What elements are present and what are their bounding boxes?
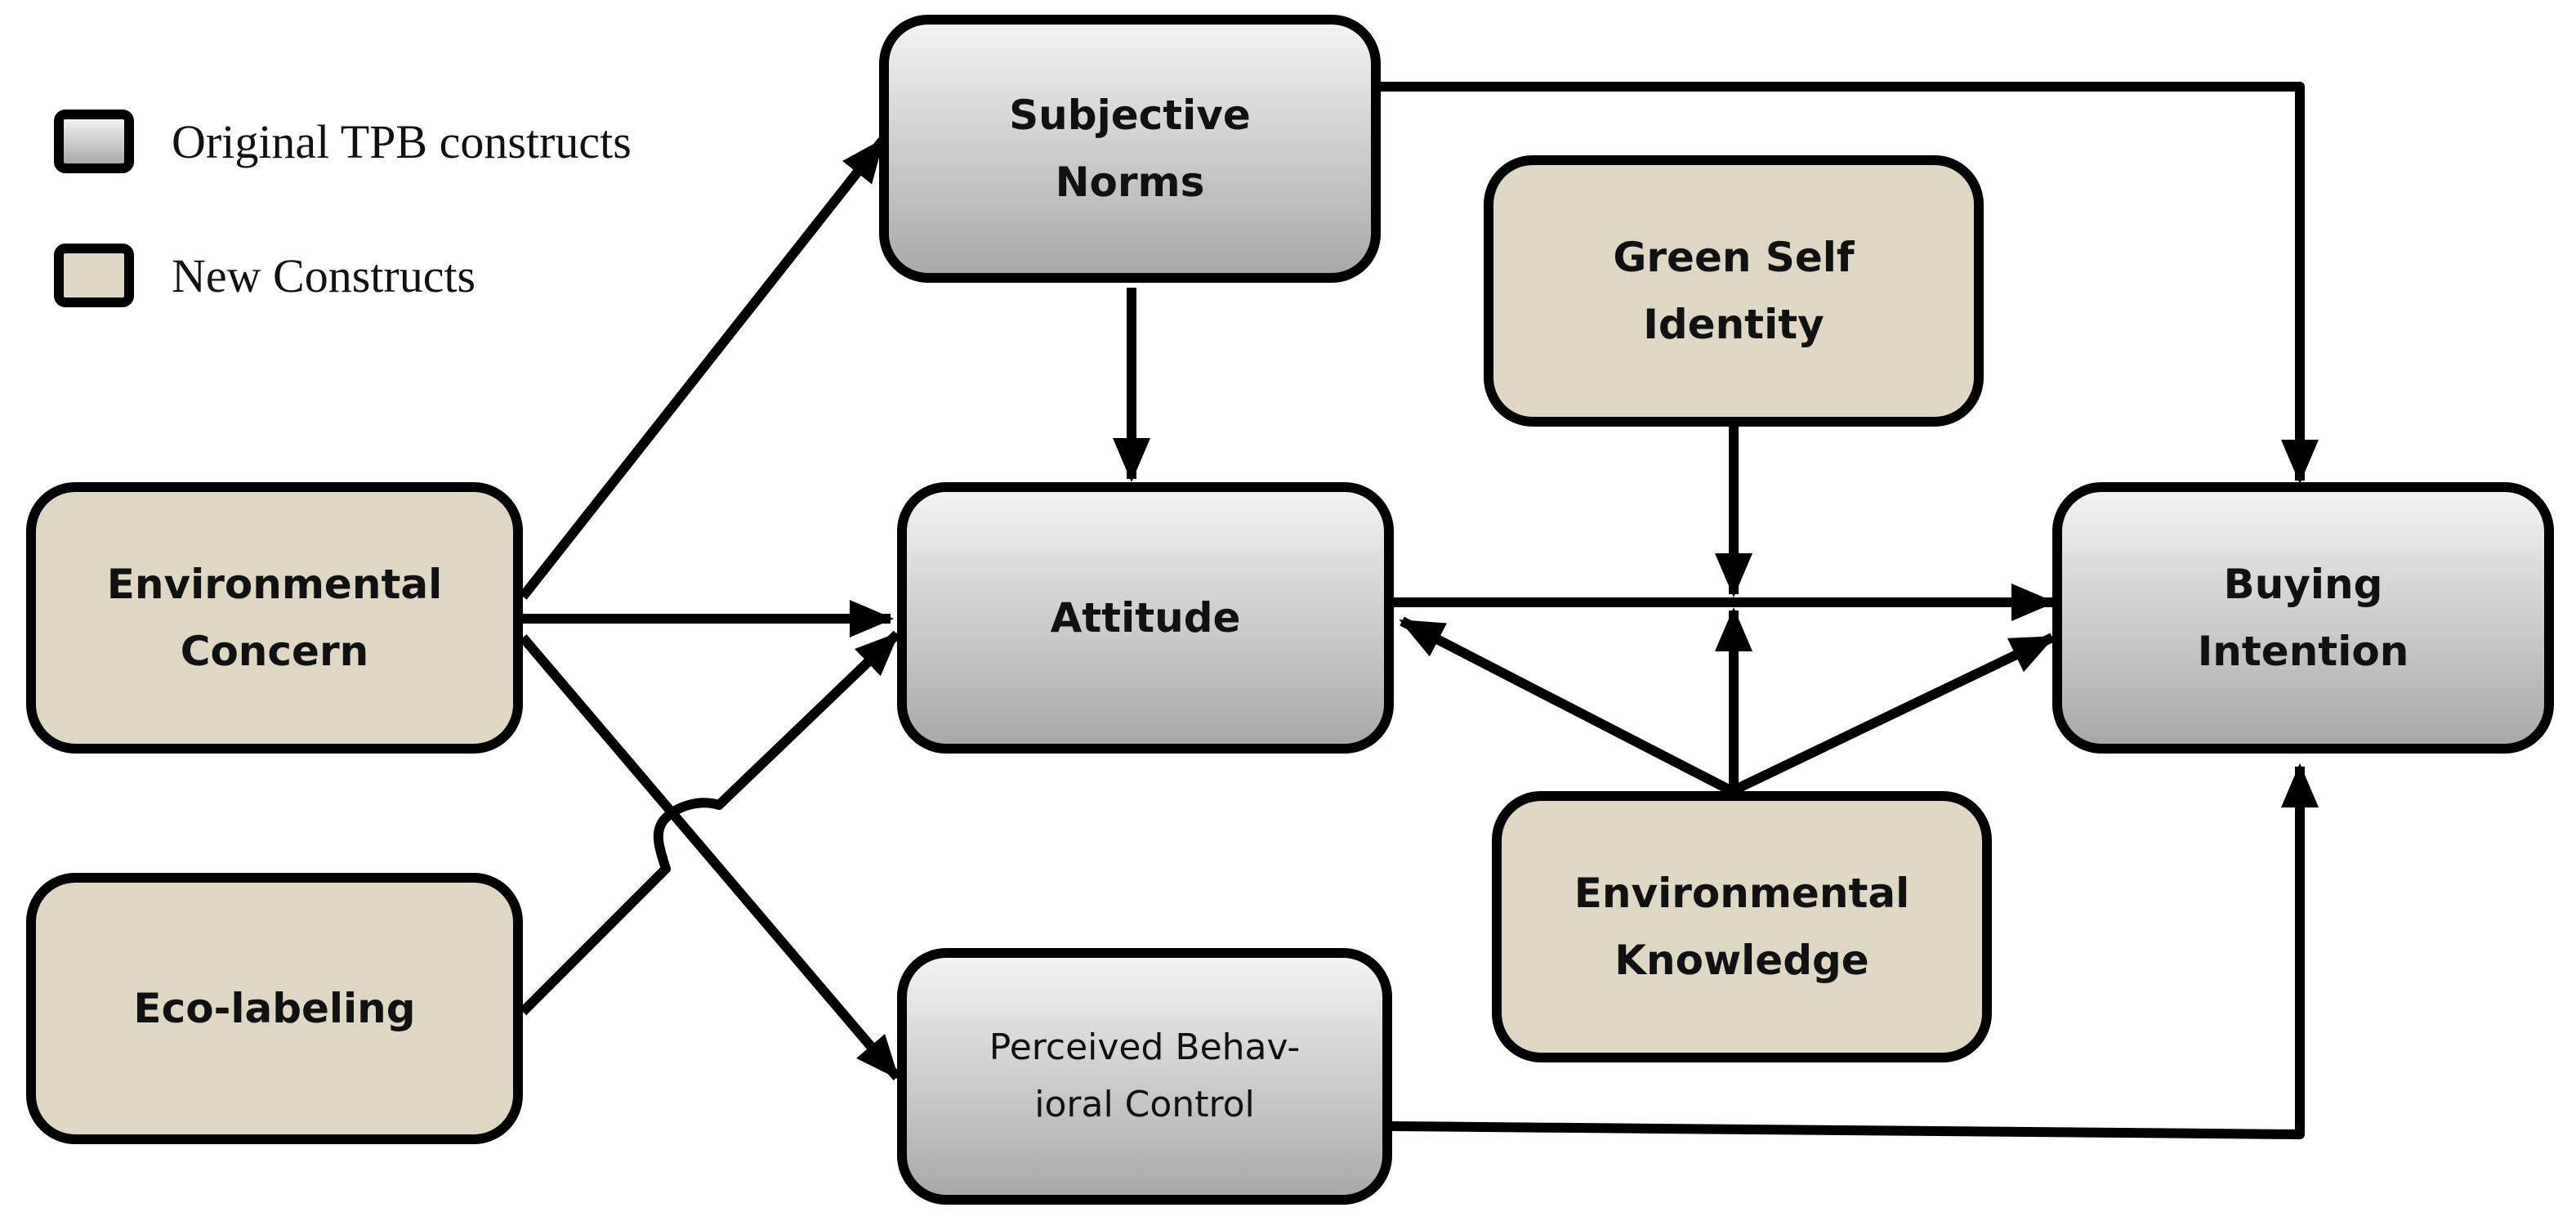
legend-label-original-tpb: Original TPB constructs xyxy=(172,114,632,168)
arrow-eco-labeling-to-attitude xyxy=(519,630,901,1016)
node-environmental-knowledge: Environmental Knowledge xyxy=(1492,791,1992,1062)
legend-item-original-tpb: Original TPB constructs xyxy=(54,110,632,173)
node-attitude: Attitude xyxy=(897,482,1394,754)
legend-label-new-constructs: New Constructs xyxy=(172,248,476,302)
node-environmental-concern: Environmental Concern xyxy=(26,482,523,754)
arrow-knowledge-to-buying-intention xyxy=(1730,633,2056,796)
legend-swatch-new-constructs xyxy=(54,244,134,307)
arrow-concern-to-subjective-norms xyxy=(519,137,886,600)
arrow-knowledge-to-attitude xyxy=(1399,616,1734,796)
node-subjective-norms: Subjective Norms xyxy=(879,15,1381,283)
arrow-perceived-control-to-buying-intention xyxy=(1391,763,2319,1139)
legend-item-new-constructs: New Constructs xyxy=(54,244,475,307)
arrow-concern-to-perceived-control xyxy=(519,634,901,1080)
node-buying-intention: Buying Intention xyxy=(2052,482,2554,754)
node-green-self-identity: Green Self Identity xyxy=(1484,155,1984,427)
arrow-subjective-norms-to-buying-intention xyxy=(1381,82,2319,484)
node-eco-labeling: Eco-labeling xyxy=(26,873,523,1144)
node-perceived-behavioral-control: Perceived Behav- ioral Control xyxy=(897,948,1392,1205)
legend-swatch-original-tpb xyxy=(54,110,134,173)
